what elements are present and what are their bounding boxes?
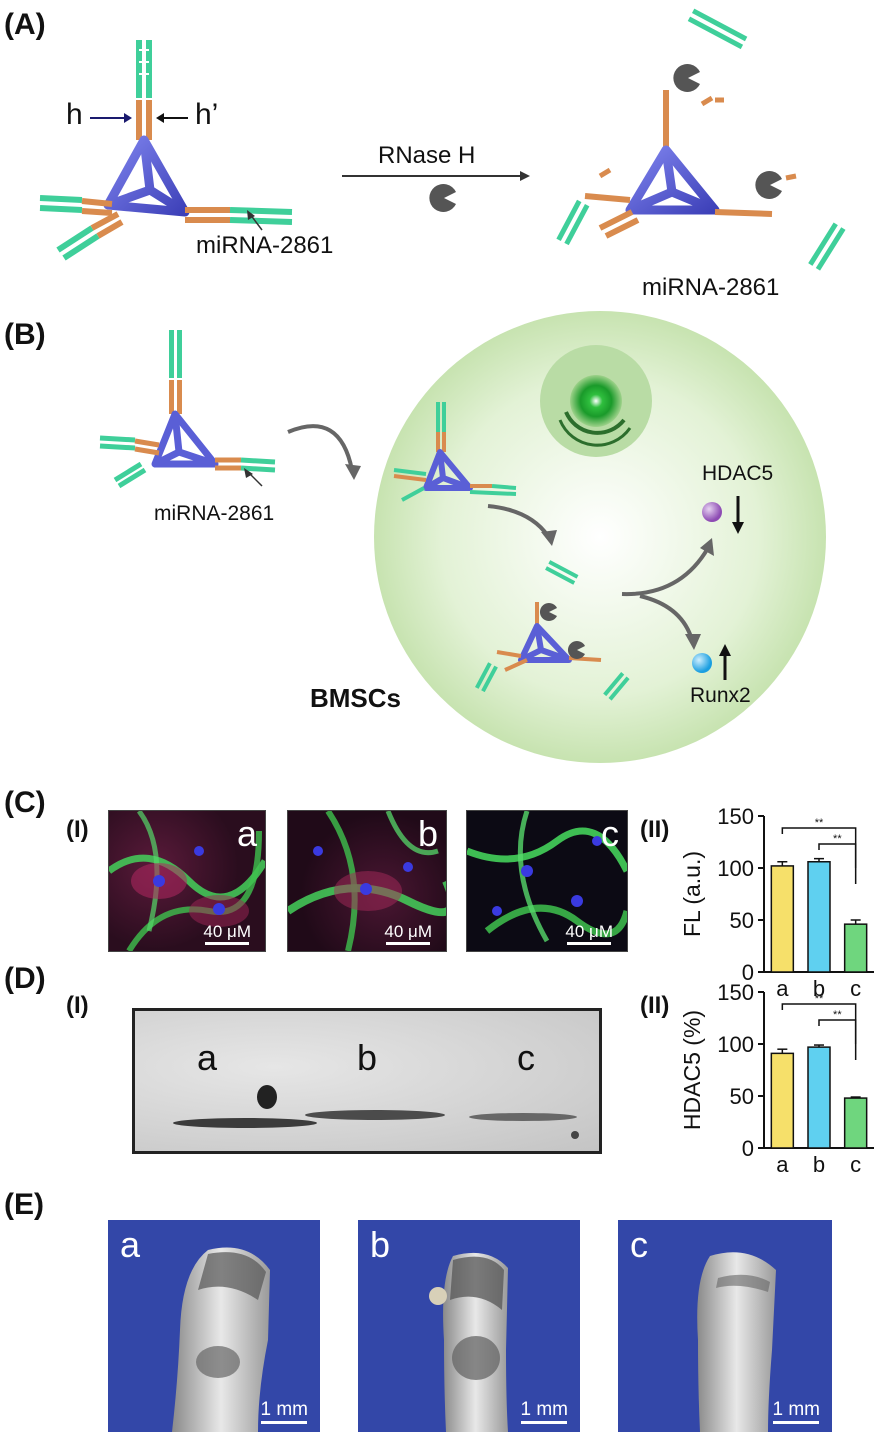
significance-mark: ** bbox=[815, 993, 824, 1005]
y-tick-label: 150 bbox=[717, 980, 754, 1005]
bar-b bbox=[807, 1046, 831, 1149]
image-tag-e-c: c bbox=[630, 1224, 648, 1265]
y-axis-label: HDAC5 (%) bbox=[679, 1010, 705, 1130]
hdac5-marker bbox=[702, 502, 722, 522]
hdac5-label: HDAC5 bbox=[702, 462, 774, 485]
western-blot: a b c bbox=[132, 1008, 602, 1154]
scale-bar-c-c: 40 μM bbox=[565, 922, 613, 945]
h-prime-label: h’ bbox=[195, 98, 219, 131]
significance-bracket bbox=[818, 843, 857, 884]
bar-b bbox=[807, 861, 831, 973]
panel-d-label: (D) bbox=[4, 962, 46, 995]
microct-image-c: c 1 mm bbox=[618, 1220, 832, 1432]
scale-bar-e-c: 1 mm bbox=[773, 1399, 820, 1424]
scale-bar-c-b: 40 μM bbox=[384, 922, 432, 945]
panel-a-label: (A) bbox=[4, 8, 46, 41]
lane-c-label: c bbox=[517, 1037, 535, 1078]
panel-d-sub-i: (I) bbox=[66, 992, 89, 1019]
microct-image-b: b 1 mm bbox=[358, 1220, 580, 1432]
runx2-marker bbox=[692, 653, 712, 673]
runx2-label: Runx2 bbox=[690, 684, 751, 707]
y-tick-label: 100 bbox=[717, 1032, 754, 1057]
bmsc-cell bbox=[374, 311, 826, 763]
significance-mark: ** bbox=[833, 833, 842, 845]
bar-a bbox=[770, 865, 795, 973]
tetrahedron-left bbox=[39, 40, 293, 261]
panel-a-diagram bbox=[39, 8, 846, 271]
image-tag-a: a bbox=[236, 813, 257, 854]
lane-a-label: a bbox=[197, 1037, 218, 1078]
bar-c bbox=[843, 923, 868, 973]
panel-d-sub-ii: (II) bbox=[640, 992, 670, 1019]
bmscs-label: BMSCs bbox=[310, 683, 402, 713]
rnase-h-label: RNase H bbox=[378, 142, 476, 169]
x-tick-label: a bbox=[776, 1152, 789, 1176]
bar-a bbox=[770, 1052, 795, 1149]
y-tick-label: 50 bbox=[730, 908, 754, 933]
mirna-label-a-right: miRNA-2861 bbox=[642, 274, 780, 301]
x-tick-label: c bbox=[850, 976, 861, 1000]
x-tick-label: b bbox=[813, 976, 825, 1000]
y-tick-label: 0 bbox=[742, 960, 754, 985]
fluorescence-image-c: c 40 μM bbox=[466, 810, 628, 952]
mirna-label-b: miRNA-2861 bbox=[154, 502, 275, 525]
significance-mark: ** bbox=[833, 1009, 842, 1021]
scale-bar-e-b: 1 mm bbox=[521, 1399, 568, 1424]
y-tick-label: 100 bbox=[717, 856, 754, 881]
fluorescence-image-a: a 40 μM bbox=[108, 810, 266, 952]
h-label: h bbox=[66, 98, 83, 131]
bar-c bbox=[843, 1097, 868, 1149]
y-tick-label: 150 bbox=[717, 804, 754, 829]
panel-b-diagram bbox=[99, 311, 826, 763]
tetrahedron-right bbox=[556, 8, 846, 271]
y-axis-label: FL (a.u.) bbox=[679, 851, 705, 937]
panel-e-label: (E) bbox=[4, 1188, 44, 1221]
microct-image-a: a 1 mm bbox=[108, 1220, 320, 1432]
image-tag-b: b bbox=[417, 813, 438, 854]
fluorescence-image-b: b 40 μM bbox=[287, 810, 447, 952]
y-tick-label: 50 bbox=[730, 1084, 754, 1109]
panel-c-sub-ii: (II) bbox=[640, 816, 670, 843]
mirna-label-a-left: miRNA-2861 bbox=[196, 232, 334, 259]
panel-b-label: (B) bbox=[4, 318, 46, 351]
lane-b-label: b bbox=[357, 1037, 378, 1078]
significance-mark: ** bbox=[815, 817, 824, 829]
significance-bracket bbox=[818, 1019, 857, 1060]
panel-c-sub-i: (I) bbox=[66, 816, 89, 843]
image-tag-c: c bbox=[601, 813, 619, 854]
y-tick-label: 0 bbox=[742, 1136, 754, 1161]
rnase-h-icon bbox=[429, 184, 456, 213]
x-tick-label: b bbox=[813, 1152, 825, 1176]
image-tag-e-b: b bbox=[370, 1224, 391, 1265]
x-tick-label: a bbox=[776, 976, 789, 1000]
scale-bar-c-a: 40 μM bbox=[203, 922, 251, 945]
image-tag-e-a: a bbox=[120, 1224, 141, 1265]
panel-c-label: (C) bbox=[4, 786, 46, 819]
scale-bar-e-a: 1 mm bbox=[261, 1399, 308, 1424]
x-tick-label: c bbox=[850, 1152, 861, 1176]
